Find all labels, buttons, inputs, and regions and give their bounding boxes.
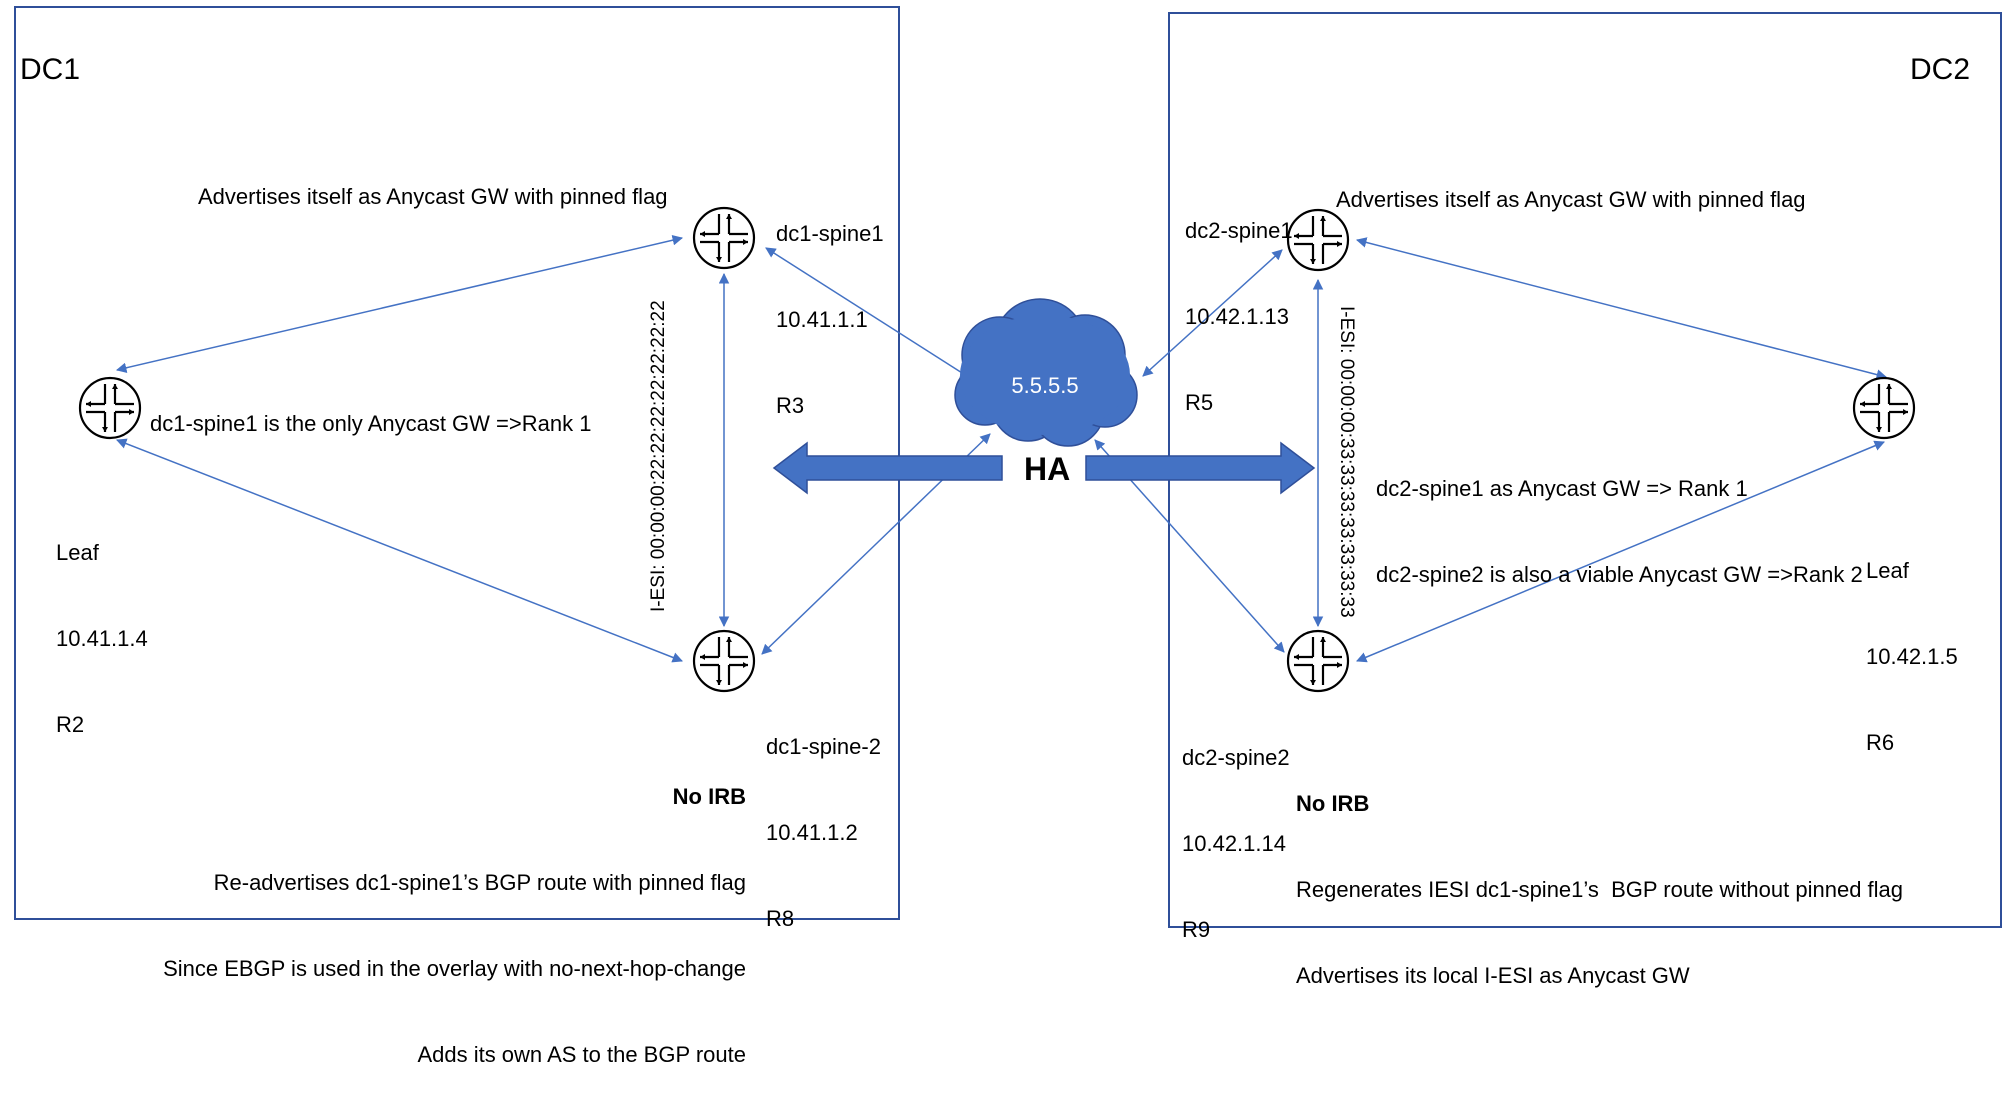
dc2-leaf-note-2: dc2-spine2 is also a viable Anycast GW =… bbox=[1376, 561, 1863, 587]
dc2-leaf-ip: 10.42.1.5 bbox=[1866, 643, 1958, 669]
cloud-icon bbox=[954, 298, 1138, 447]
dc2-spine1-name: dc2-spine1 bbox=[1185, 218, 1293, 244]
dc2-spine2-notes: No IRB Regenerates IESI dc1-spine1’s BGP… bbox=[1296, 733, 1903, 1019]
core-ip: 5.5.5.5 bbox=[1011, 373, 1079, 398]
dc2-leaf-name: Leaf bbox=[1866, 558, 1909, 584]
dc2-spine2-note-2: Advertises its local I-ESI as Anycast GW bbox=[1296, 962, 1690, 988]
dc1-links bbox=[115, 235, 991, 663]
dc1-spine2-ip: 10.41.1.2 bbox=[766, 819, 858, 845]
link-dc2-spine1-leaf bbox=[1355, 237, 1888, 380]
router-icon bbox=[692, 206, 756, 270]
dc2-spine2-name: dc2-spine2 bbox=[1182, 745, 1290, 771]
dc1-spine1-note: Advertises itself as Anycast GW with pin… bbox=[198, 184, 668, 209]
router-icon bbox=[1286, 208, 1350, 272]
dc1-leaf-ip: 10.41.1.4 bbox=[56, 625, 148, 651]
dc1-spine1-router: R3 bbox=[776, 392, 805, 418]
dc1-spine2-notes: No IRB Re-advertises dc1-spine1’s BGP ro… bbox=[163, 726, 746, 1098]
link-leaf-spine1 bbox=[115, 235, 684, 373]
core-word: core bbox=[1023, 625, 1067, 650]
dc1-spine2-name: dc1-spine-2 bbox=[766, 734, 881, 760]
dc1-leaf-note: dc1-spine1 is the only Anycast GW =>Rank… bbox=[150, 411, 592, 436]
dc1-leaf-name: Leaf bbox=[56, 540, 99, 566]
dc1-spine1-name: dc1-spine1 bbox=[776, 221, 884, 247]
dc1-spine2-no-irb: No IRB bbox=[672, 784, 746, 810]
router-icon bbox=[692, 629, 756, 693]
dc1-spine2-note-1: Re-advertises dc1-spine1’s BGP route wit… bbox=[213, 869, 746, 895]
dc2-spine2-note-1: Regenerates IESI dc1-spine1’s BGP route … bbox=[1296, 876, 1904, 902]
dc1-leaf-info: Leaf 10.41.1.4 R2 bbox=[56, 482, 148, 768]
dc2-spine1-info: dc2-spine1 10.42.1.13 R5 bbox=[1185, 160, 1293, 446]
core-mpls: MPLS bbox=[1015, 541, 1075, 566]
dc2-spine1-ip: 10.42.1.13 bbox=[1185, 303, 1289, 329]
dc2-title: DC2 bbox=[1910, 53, 1971, 86]
dc1-spine2-info: dc1-spine-2 10.41.1.2 R8 bbox=[766, 676, 881, 962]
core-router: R4 bbox=[1030, 457, 1060, 482]
dc1-spine1-ip: 10.41.1.1 bbox=[776, 306, 868, 332]
link-spine1-core bbox=[765, 247, 971, 379]
dc1-esi-label: I-ESI: 00:00:00:22:22:22:22:22:22:22 bbox=[648, 300, 669, 612]
router-icon bbox=[1852, 376, 1916, 440]
dc2-spine2-info: dc2-spine2 10.42.1.14 R9 bbox=[1182, 687, 1290, 973]
dc2-spine2-ip: 10.42.1.14 bbox=[1182, 830, 1286, 856]
ha-arrow-left bbox=[772, 441, 1003, 495]
dc1-spine1-info: dc1-spine1 10.41.1.1 R3 bbox=[776, 163, 884, 449]
dc1-spine2-router: R8 bbox=[766, 905, 795, 931]
dc2-spine2-router: R9 bbox=[1182, 916, 1211, 942]
link-leaf-spine2 bbox=[116, 438, 683, 663]
dc2-esi-label: I-ESI: 00:00:00:33:33:33:33:33:33:33 bbox=[1336, 306, 1357, 618]
ha-arrow-right bbox=[1085, 441, 1316, 495]
dc1-leaf-router: R2 bbox=[56, 711, 85, 737]
router-icon bbox=[78, 376, 142, 440]
link-dc2-spine2-leaf bbox=[1356, 440, 1885, 663]
dc2-leaf-note-1: dc2-spine1 as Anycast GW => Rank 1 bbox=[1376, 476, 1748, 502]
dc2-spine1-router: R5 bbox=[1185, 389, 1214, 415]
topology-diagram bbox=[78, 206, 1916, 693]
core-label: 5.5.5.5 R4 MPLS core bbox=[985, 316, 1105, 680]
dc2-spine2-no-irb: No IRB bbox=[1296, 791, 1370, 817]
router-icon bbox=[1286, 629, 1350, 693]
dc2-spine1-note: Advertises itself as Anycast GW with pin… bbox=[1336, 187, 1806, 212]
dc2-leaf-notes: dc2-spine1 as Anycast GW => Rank 1 dc2-s… bbox=[1376, 418, 1863, 618]
dc1-title: DC1 bbox=[20, 53, 81, 86]
dc2-leaf-router: R6 bbox=[1866, 729, 1895, 755]
dc1-spine2-note-2: Since EBGP is used in the overlay with n… bbox=[163, 955, 746, 981]
dc1-spine2-note-3: Adds its own AS to the BGP route bbox=[417, 1041, 746, 1067]
link-core-dc2-spine1 bbox=[1142, 249, 1283, 377]
dc2-leaf-info: Leaf 10.42.1.5 R6 bbox=[1866, 500, 1958, 786]
ha-label: HA bbox=[1024, 451, 1071, 487]
